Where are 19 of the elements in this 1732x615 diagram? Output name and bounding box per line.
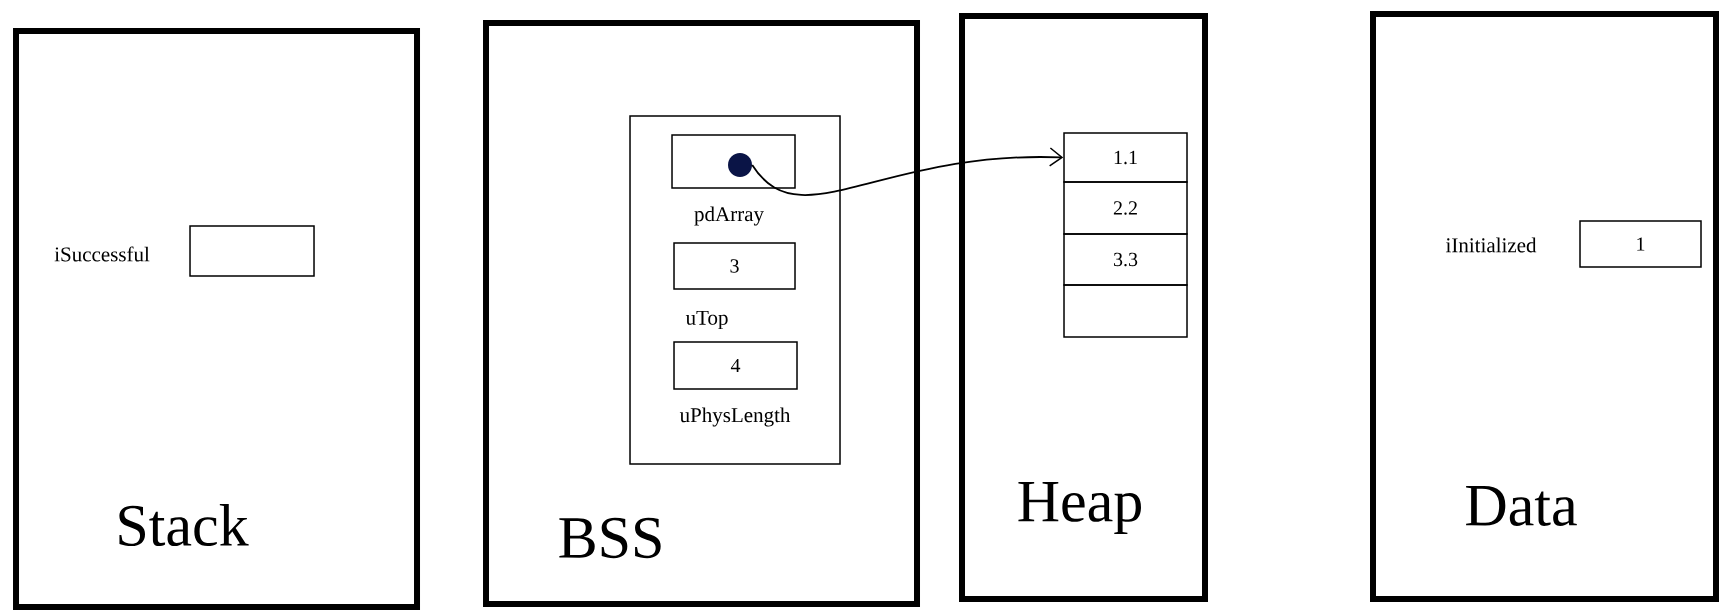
region-label: Heap: [1018, 481, 1141, 535]
value-cell: 2.2: [1063, 181, 1188, 235]
pointer-dot: [728, 153, 752, 177]
region-label: Data: [1466, 486, 1577, 526]
region-label: Stack: [119, 503, 249, 547]
value-cell: 1: [1579, 220, 1702, 268]
pointer-arrow: [751, 147, 1064, 196]
variable-name: iSuccessful: [54, 246, 150, 262]
variable-name: uTop: [685, 310, 728, 330]
value-cell: 3: [673, 242, 796, 290]
variable-name: uPhysLength: [679, 407, 791, 427]
region-label: BSS: [559, 517, 661, 559]
value-cell: 4: [673, 341, 798, 390]
variable-name: iInitialized: [1445, 237, 1537, 253]
value-cell: [1063, 284, 1188, 338]
value-cell: 3.3: [1063, 233, 1188, 286]
memory-block-box: [629, 115, 841, 465]
value-cell: 1.1: [1063, 132, 1188, 183]
variable-name: pdArray: [694, 206, 764, 226]
